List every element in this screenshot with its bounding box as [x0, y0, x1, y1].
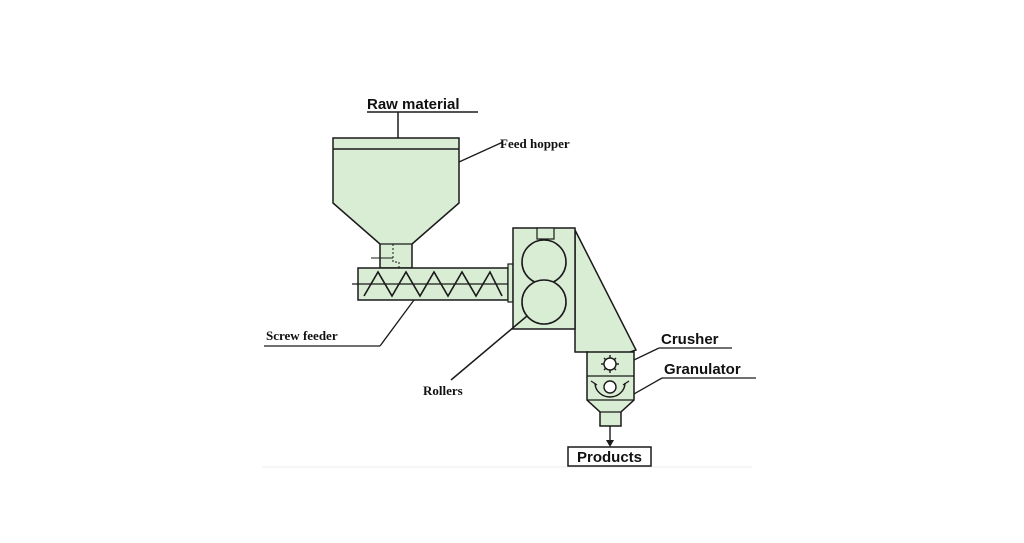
screw-feeder-leader — [379, 299, 415, 347]
rollers-leader — [450, 315, 528, 381]
screw-flight — [363, 270, 503, 298]
granulator-rotor — [590, 380, 630, 398]
crusher-rotor — [601, 355, 619, 373]
roller-housing-hatch — [536, 227, 555, 240]
products-label: Products — [577, 449, 642, 466]
feed-hopper-label: Feed hopper — [500, 136, 570, 151]
granulator-label: Granulator — [664, 361, 741, 378]
raw-material-label: Raw material — [367, 96, 460, 113]
granulator-leader — [633, 377, 663, 395]
lower-roller — [521, 279, 567, 325]
feed-hopper — [332, 137, 460, 269]
rollers-label: Rollers — [423, 383, 463, 398]
products-box — [567, 446, 652, 467]
hopper-gate — [392, 244, 400, 268]
output-arrow-head — [606, 440, 614, 447]
screw-feeder-label: Screw feeder — [266, 328, 338, 343]
crusher-label: Crusher — [661, 331, 719, 348]
upper-roller — [521, 239, 567, 285]
roller-housing — [512, 227, 576, 330]
screw-feeder — [352, 263, 516, 303]
discharge-chute — [574, 229, 638, 356]
feed-hopper-leader — [458, 141, 504, 163]
crusher-leader — [633, 347, 660, 361]
